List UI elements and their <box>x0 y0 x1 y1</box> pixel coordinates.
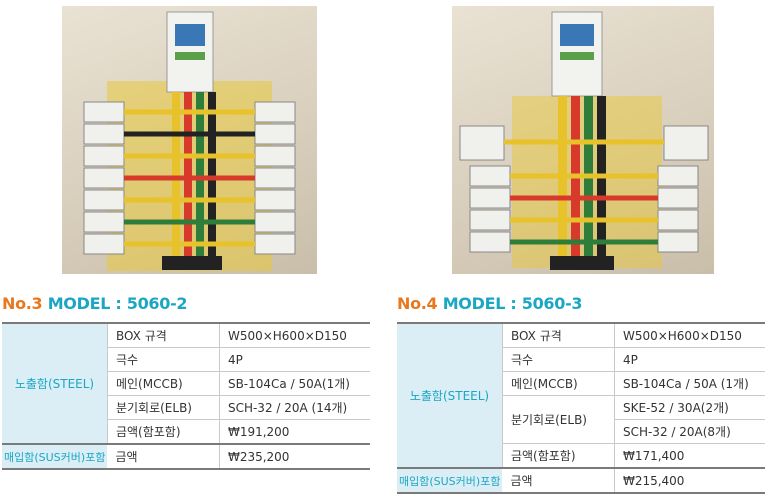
row-label: 극수 <box>502 347 615 372</box>
row-value: 4P <box>219 347 370 372</box>
row-value: ₩235,200 <box>219 443 370 470</box>
row-label: BOX 규격 <box>502 322 615 348</box>
row-value: ₩171,400 <box>614 443 765 469</box>
row-value: ₩215,400 <box>614 467 765 494</box>
table-row: 메인(MCCB) SB-104Ca / 50A(1개) <box>2 371 370 396</box>
row-label: 분기회로(ELB) <box>107 395 220 420</box>
model-name: MODEL : 5060-2 <box>47 294 188 313</box>
table-row: 극수 4P <box>397 347 765 372</box>
row-value: SCH-32 / 20A (14개) <box>219 395 370 420</box>
table-row: 금액(함포함) ₩171,400 <box>397 443 765 469</box>
model-name: MODEL : 5060-3 <box>442 294 583 313</box>
table-row: SCH-32 / 20A(8개) <box>397 419 765 444</box>
row-label: 메인(MCCB) <box>107 371 220 396</box>
row-label: 금액(함포함) <box>502 443 615 469</box>
model-number: No.3 <box>2 294 43 313</box>
table-row: 금액(함포함) ₩191,200 <box>2 419 370 445</box>
table-row: 노출함(STEEL) BOX 규격 W500×H600×D150 <box>2 322 370 445</box>
table-row: 분기회로(ELB) SCH-32 / 20A (14개) <box>2 395 370 420</box>
model-number: No.4 <box>397 294 438 313</box>
table-row: 극수 4P <box>2 347 370 372</box>
spec-table: 노출함(STEEL) BOX 규격 W500×H600×D150 극수 4P 메… <box>2 322 370 470</box>
row-value: ₩191,200 <box>219 419 370 445</box>
row-value: SB-104Ca / 50A(1개) <box>219 371 370 396</box>
distribution-board-photo <box>62 6 317 274</box>
row-label: 분기회로(ELB) <box>502 395 615 444</box>
group-label: 노출함(STEEL) <box>397 322 503 469</box>
row-label: 금액 <box>502 467 615 494</box>
table-row: 노출함(STEEL) BOX 규격 W500×H600×D150 <box>397 322 765 469</box>
row-value: SB-104Ca / 50A (1개) <box>614 371 765 396</box>
group-label: 매입함(SUS커버)포함 <box>2 443 108 470</box>
row-value: W500×H600×D150 <box>614 322 765 348</box>
row-value: SCH-32 / 20A(8개) <box>614 419 765 444</box>
row-label: BOX 규격 <box>107 322 220 348</box>
spec-table: 노출함(STEEL) BOX 규격 W500×H600×D150 극수 4P 메… <box>397 322 765 494</box>
row-value: SKE-52 / 30A(2개) <box>614 395 765 420</box>
table-row: 메인(MCCB) SB-104Ca / 50A (1개) <box>397 371 765 396</box>
distribution-board-photo <box>452 6 714 274</box>
group-label: 노출함(STEEL) <box>2 322 108 445</box>
distribution-board-illustration <box>83 11 296 271</box>
row-label: 금액(함포함) <box>107 419 220 445</box>
row-value: W500×H600×D150 <box>219 322 370 348</box>
row-label: 극수 <box>107 347 220 372</box>
row-value: 4P <box>614 347 765 372</box>
distribution-board-illustration <box>459 11 709 270</box>
model-title: No.4 MODEL : 5060-3 <box>397 294 583 313</box>
row-label: 금액 <box>107 443 220 470</box>
model-title: No.3 MODEL : 5060-2 <box>2 294 188 313</box>
row-label: 메인(MCCB) <box>502 371 615 396</box>
group-label: 매입함(SUS커버)포함 <box>397 467 503 494</box>
table-row: 분기회로(ELB) SKE-52 / 30A(2개) <box>397 395 765 444</box>
table-row: 매입함(SUS커버)포함 금액 ₩235,200 <box>2 443 370 470</box>
table-row: 매입함(SUS커버)포함 금액 ₩215,400 <box>397 467 765 494</box>
